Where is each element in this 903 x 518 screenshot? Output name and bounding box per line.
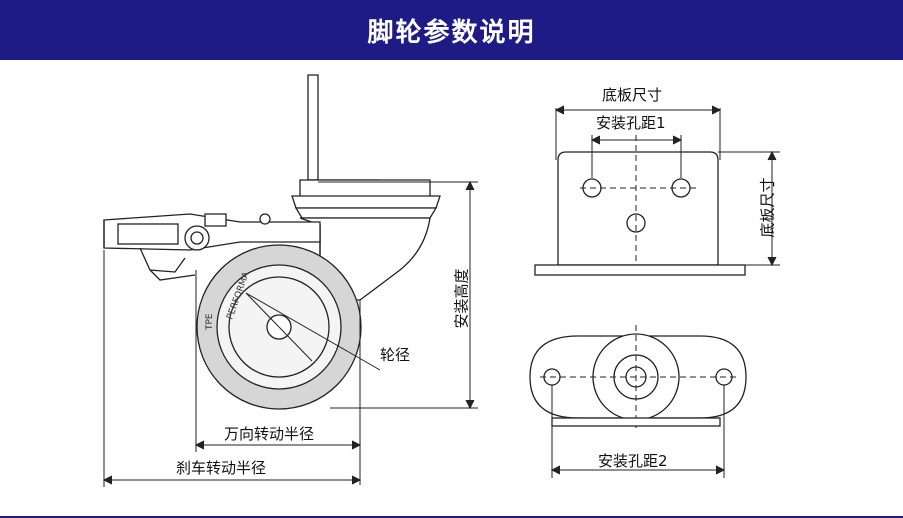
swivel-radius-label: 万向转动半径 <box>224 425 315 443</box>
install-height-label: 安装高度 <box>452 268 471 329</box>
brake-radius-dimension <box>102 250 362 487</box>
hole-distance-2-dimension <box>550 385 726 478</box>
plate-size-top-label: 底板尺寸 <box>602 86 663 104</box>
caster-drawing: PERFORMA TPE <box>102 74 780 487</box>
hole-distance-1-dimension <box>590 135 683 178</box>
brake-radius-label: 刹车转动半径 <box>176 459 267 477</box>
wheel-diameter-label: 轮径 <box>380 346 411 364</box>
wheel-material-text: TPE <box>205 313 215 331</box>
page-title: 脚轮参数说明 <box>367 17 536 48</box>
swivel-radius-dimension <box>194 270 362 485</box>
plate-size-side-label: 底板尺寸 <box>758 177 777 238</box>
bottom-divider <box>0 516 903 518</box>
install-height-dimension <box>318 180 478 410</box>
plate-top-view <box>529 325 747 428</box>
plate-size-top-dimension <box>554 105 722 160</box>
diagram-canvas: PERFORMA TPE <box>0 60 903 518</box>
page-header: 脚轮参数说明 <box>0 0 903 60</box>
plate-size-side-dimension <box>718 150 780 267</box>
side-view-caster: PERFORMA TPE <box>103 74 441 410</box>
hole-distance-1-label: 安装孔距1 <box>596 114 666 132</box>
hole-distance-2-label: 安装孔距2 <box>598 452 668 470</box>
plate-side-view <box>534 135 746 276</box>
